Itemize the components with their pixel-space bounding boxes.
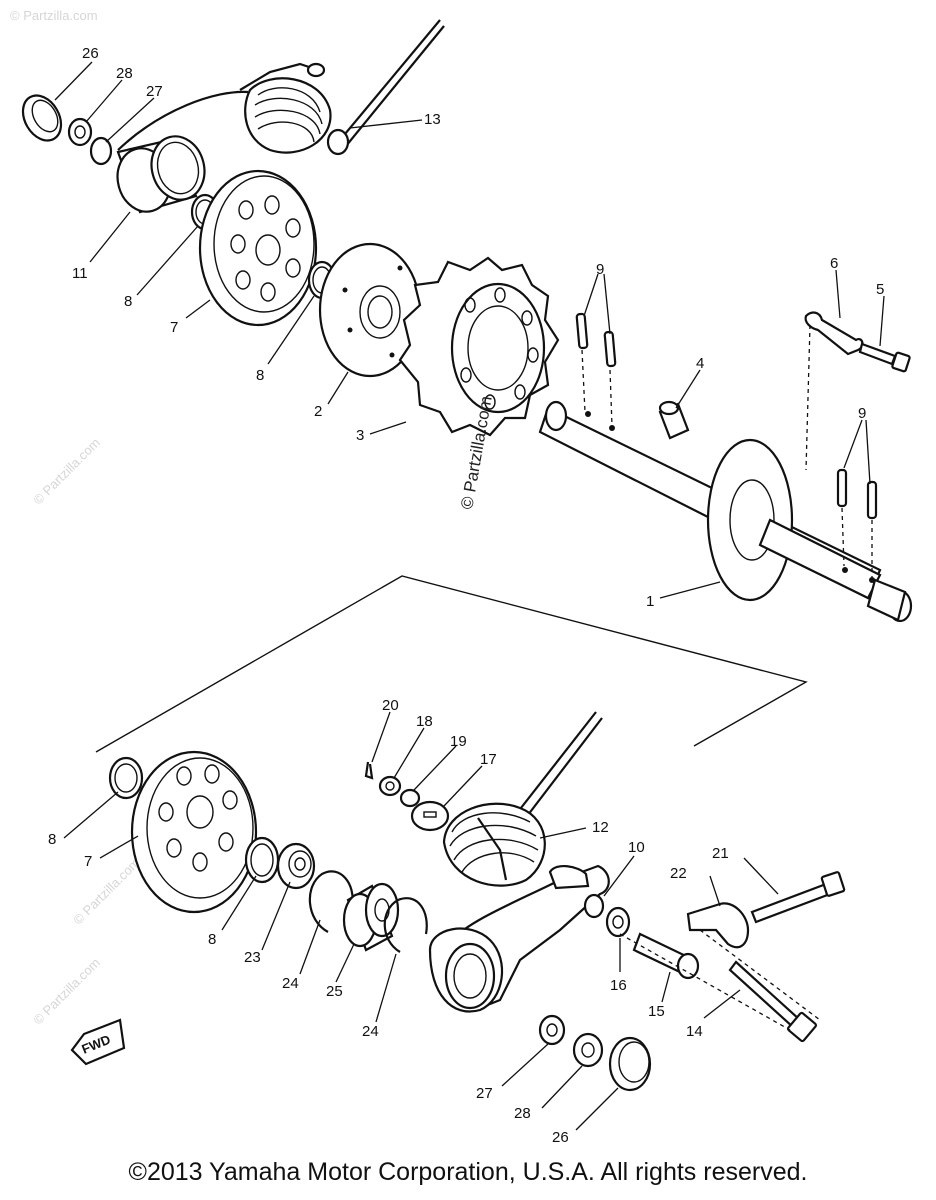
part-11-sleeve <box>116 135 206 214</box>
label-27: 27 <box>476 1085 493 1102</box>
part-14-bolt <box>728 960 818 1043</box>
part-labels: 26 28 27 13 11 8 7 8 2 3 9 6 5 4 9 1 20 … <box>48 45 884 1146</box>
label-28: 28 <box>514 1105 531 1122</box>
alignment-lines-bottom <box>619 929 821 1031</box>
watermark-side: © Partzilla.com <box>30 435 103 508</box>
label-20: 20 <box>382 697 399 714</box>
label-7: 7 <box>170 319 178 336</box>
label-16: 16 <box>610 977 627 994</box>
label-7: 7 <box>84 853 92 870</box>
watermark-side: © Partzilla.com <box>30 955 103 1028</box>
part-10-washer <box>583 893 605 919</box>
label-28: 28 <box>116 65 133 82</box>
watermark-side: © Partzilla.com <box>70 855 143 928</box>
label-8: 8 <box>256 367 264 384</box>
part-21-bolt <box>750 871 846 924</box>
label-25: 25 <box>326 983 343 1000</box>
part-3-sprocket <box>398 256 560 437</box>
label-17: 17 <box>480 751 497 768</box>
label-21: 21 <box>712 845 729 862</box>
label-8: 8 <box>124 293 132 310</box>
label-10: 10 <box>628 839 645 856</box>
part-18-nut <box>378 775 402 797</box>
part-28-nut-top <box>67 117 93 147</box>
part-19-washer <box>399 788 421 808</box>
part-26-cap-top <box>21 94 63 142</box>
part-6-bracket <box>804 311 864 356</box>
part-26-cap-bottom <box>608 1036 652 1092</box>
part-9-pins-right <box>836 468 878 520</box>
label-2: 2 <box>314 403 322 420</box>
label-9: 9 <box>596 261 604 278</box>
label-15: 15 <box>648 1003 665 1020</box>
label-26: 26 <box>82 45 99 62</box>
label-8: 8 <box>48 831 56 848</box>
copyright-notice: ©2013 Yamaha Motor Corporation, U.S.A. A… <box>128 1158 808 1186</box>
label-14: 14 <box>686 1023 703 1040</box>
watermark-side: © Partzilla.com <box>10 8 98 23</box>
leader-lines <box>54 61 885 1131</box>
label-22: 22 <box>670 865 687 882</box>
label-3: 3 <box>356 427 364 444</box>
label-24: 24 <box>362 1023 379 1040</box>
label-27: 27 <box>146 83 163 100</box>
part-22-bracket <box>686 902 750 949</box>
part-10-arm <box>428 864 610 1013</box>
label-19: 19 <box>450 733 467 750</box>
label-5: 5 <box>876 281 884 298</box>
label-11: 11 <box>72 265 88 282</box>
alignment-lines-top <box>581 324 873 578</box>
part-4-collar <box>658 400 690 440</box>
part-9-pins-upper <box>575 312 617 368</box>
label-13: 13 <box>424 111 441 128</box>
label-18: 18 <box>416 713 433 730</box>
assembly-connector-line <box>95 575 808 753</box>
label-26: 26 <box>552 1129 569 1146</box>
part-15-bushing <box>632 932 700 980</box>
label-6: 6 <box>830 255 838 272</box>
part-7-wheel-top <box>198 169 318 327</box>
part-17-plate <box>410 800 450 832</box>
label-9: 9 <box>858 405 866 422</box>
part-12-spring <box>442 711 603 887</box>
label-23: 23 <box>244 949 261 966</box>
part-24-circlip-b <box>383 897 428 953</box>
label-24: 24 <box>282 975 299 992</box>
part-27-washer-top <box>89 136 113 166</box>
label-4: 4 <box>696 355 704 372</box>
label-12: 12 <box>592 819 609 836</box>
part-2-plate <box>318 242 422 378</box>
part-24-circlip-a <box>308 870 354 933</box>
part-25-bearing <box>342 882 400 952</box>
label-8: 8 <box>208 931 216 948</box>
fwd-arrow-icon: FWD <box>70 1018 126 1066</box>
part-1-axle-shaft <box>538 400 913 623</box>
part-8-ring-c <box>108 756 144 800</box>
part-13-spring-shaft <box>117 19 445 156</box>
part-5-bolt <box>858 342 911 373</box>
part-23-bearing <box>276 842 316 890</box>
part-28-nut-bottom <box>572 1032 604 1068</box>
part-8-ring-d <box>244 836 280 884</box>
part-16-washer <box>605 906 631 938</box>
part-27-washer-bottom <box>538 1014 566 1046</box>
part-20-cotter-pin <box>364 761 374 780</box>
label-1: 1 <box>646 593 654 610</box>
part-7-wheel-bottom <box>130 750 258 914</box>
